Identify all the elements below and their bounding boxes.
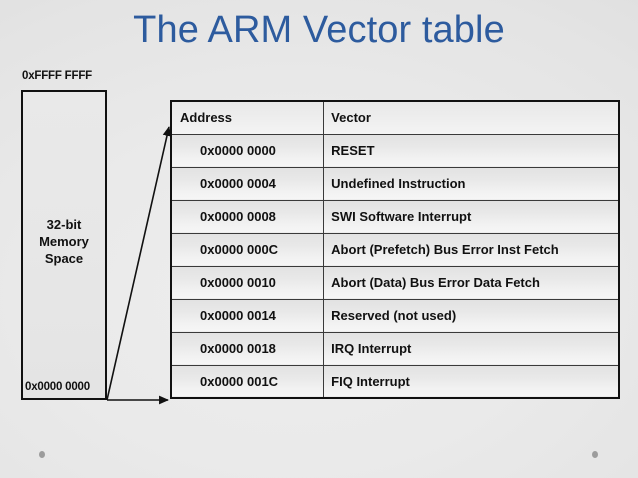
table-row: 0x0000 0014 Reserved (not used) <box>171 298 619 332</box>
page-title: The ARM Vector table <box>133 9 505 51</box>
decorative-dot-left <box>39 451 45 458</box>
cell-address: 0x0000 000C <box>171 232 324 266</box>
table-body: 0x0000 0000 RESET 0x0000 0004 Undefined … <box>171 133 619 398</box>
cell-address: 0x0000 0010 <box>171 265 324 299</box>
diagonal-connector-arrow <box>106 126 172 401</box>
column-header-vector: Vector <box>323 101 619 134</box>
cell-address: 0x0000 0000 <box>171 133 324 167</box>
memory-space-box <box>21 90 107 400</box>
arm-vector-table: Address Vector 0x0000 0000 RESET 0x0000 … <box>170 100 620 399</box>
table-header-row: Address Vector <box>171 101 619 134</box>
table-row: 0x0000 000C Abort (Prefetch) Bus Error I… <box>171 232 619 266</box>
cell-vector: Abort (Data) Bus Error Data Fetch <box>323 265 619 299</box>
cell-address: 0x0000 0004 <box>171 166 324 200</box>
cell-vector: Undefined Instruction <box>323 166 619 200</box>
column-header-address: Address <box>171 101 324 134</box>
cell-address: 0x0000 0008 <box>171 199 324 233</box>
cell-vector: IRQ Interrupt <box>323 331 619 365</box>
cell-vector: SWI Software Interrupt <box>323 199 619 233</box>
cell-vector: Reserved (not used) <box>323 298 619 332</box>
cell-vector: RESET <box>323 133 619 167</box>
decorative-dot-right <box>592 451 598 458</box>
memory-space-label-line1: 32-bit <box>46 217 82 232</box>
table-row: 0x0000 001C FIQ Interrupt <box>171 364 619 398</box>
memory-space-label-line3: Space <box>44 251 84 266</box>
table-row: 0x0000 0004 Undefined Instruction <box>171 166 619 200</box>
table-row: 0x0000 0008 SWI Software Interrupt <box>171 199 619 233</box>
table-row: 0x0000 0018 IRQ Interrupt <box>171 331 619 365</box>
cell-address: 0x0000 001C <box>171 364 324 398</box>
memory-space-label-line2: Memory <box>39 234 89 249</box>
cell-address: 0x0000 0018 <box>171 331 324 365</box>
cell-address: 0x0000 0014 <box>171 298 324 332</box>
memory-top-address-label: 0xFFFF FFFF <box>22 70 92 82</box>
cell-vector: FIQ Interrupt <box>323 364 619 398</box>
cell-vector: Abort (Prefetch) Bus Error Inst Fetch <box>323 232 619 266</box>
table-row: 0x0000 0010 Abort (Data) Bus Error Data … <box>171 265 619 299</box>
memory-bottom-address-label: 0x0000 0000 <box>25 381 90 393</box>
memory-space-label: 32-bit Memory Space <box>21 216 107 267</box>
table-row: 0x0000 0000 RESET <box>171 133 619 167</box>
